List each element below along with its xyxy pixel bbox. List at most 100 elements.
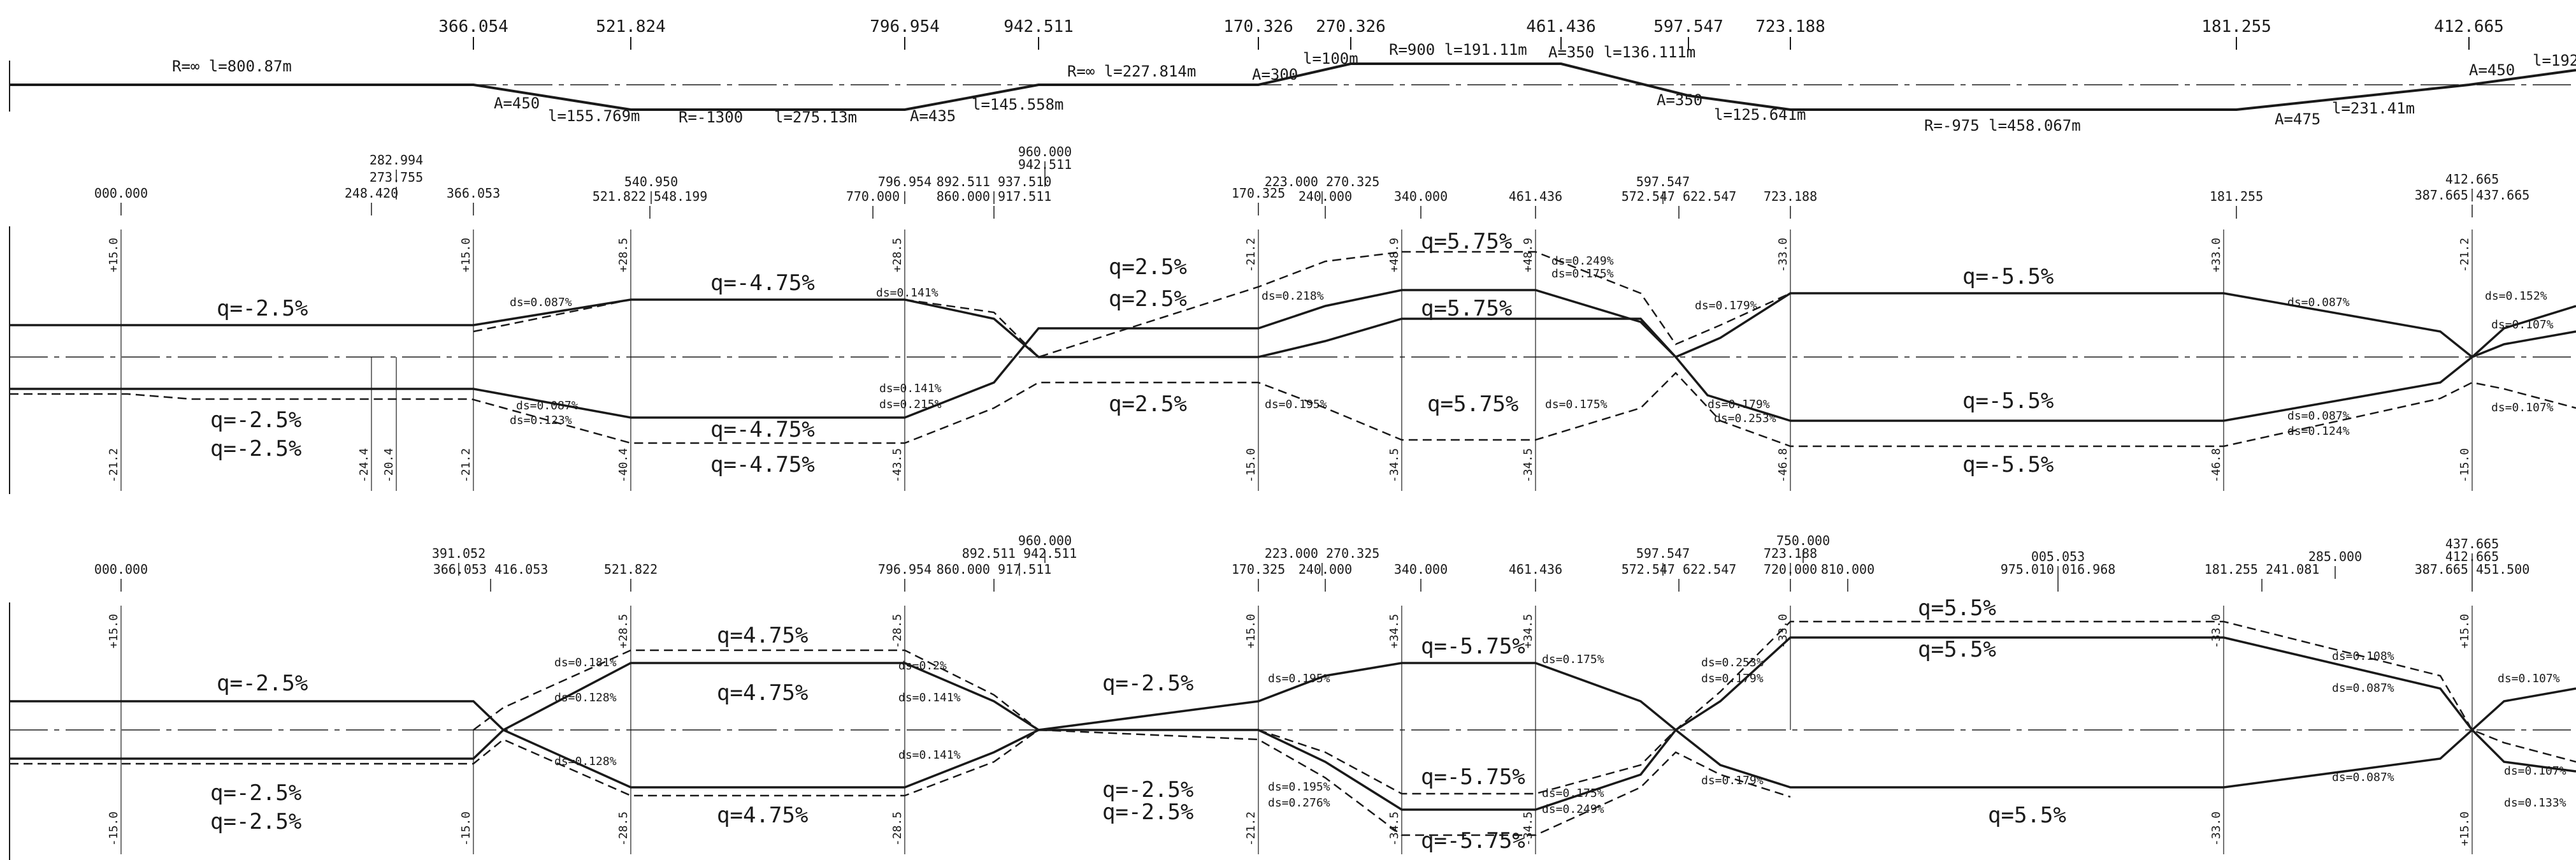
profile-elevation-label: -24.4 bbox=[357, 448, 371, 483]
cross-slope-label: q=-2.5% bbox=[1102, 671, 1193, 696]
alignment-element-label: A=450 bbox=[494, 94, 540, 112]
cross-slope-label: q=2.5% bbox=[1109, 286, 1187, 312]
slope-change-label: ds=0.179% bbox=[1695, 299, 1757, 312]
alignment-station-label: 181.255 bbox=[2201, 17, 2271, 36]
cross-slope-label: q=-2.5% bbox=[210, 436, 301, 462]
cross-slope-label: q=5.5% bbox=[1918, 637, 1996, 662]
profile-station-label: 273.755 bbox=[370, 170, 423, 185]
cross-slope-label: q=2.5% bbox=[1109, 254, 1187, 280]
profile-elevation-label: -33.0 bbox=[1776, 614, 1790, 648]
profile-elevation-label: -34.5 bbox=[1522, 448, 1535, 483]
cross-slope-label: q=5.5% bbox=[1918, 595, 1996, 621]
slope-change-label: ds=0.128% bbox=[554, 755, 617, 768]
profile-station-label: 892.511 942.511 bbox=[962, 546, 1077, 561]
cross-slope-label: q=4.75% bbox=[717, 680, 808, 706]
slope-change-label: ds=0.218% bbox=[1262, 289, 1324, 303]
alignment-station-label: 170.326 bbox=[1223, 17, 1293, 36]
profile-station-label: 223.000 270.325 bbox=[1265, 174, 1380, 189]
profile-station-label: 437.665 bbox=[2445, 536, 2499, 551]
profile-station-label: 240.000 bbox=[1299, 189, 1352, 204]
slope-change-label: ds=0.179% bbox=[1701, 774, 1764, 787]
cross-slope-label: q=-4.75% bbox=[710, 417, 815, 442]
profile-station-label: 412.665 bbox=[2445, 171, 2499, 187]
profile-station-label: 391.052 bbox=[432, 546, 486, 561]
slope-change-label: ds=0.215% bbox=[879, 398, 942, 411]
cross-slope-label: q=2.5% bbox=[1109, 391, 1187, 417]
profile-elevation-label: +28.5 bbox=[617, 614, 630, 648]
slope-change-label: ds=0.107% bbox=[2498, 672, 2560, 685]
profile-elevation-label: +28.5 bbox=[617, 238, 630, 272]
profile-station-label: 387.665 437.665 bbox=[2415, 187, 2530, 203]
profile-elevation-label: +15.0 bbox=[107, 614, 120, 648]
profile-station-label: 597.547 bbox=[1636, 174, 1690, 189]
profile-station-label: 521.822 bbox=[604, 562, 658, 577]
cross-slope-label: q=-4.75% bbox=[710, 270, 815, 296]
slope-change-label: ds=0.087% bbox=[516, 399, 579, 412]
profile-station-label: 796.954 bbox=[878, 174, 932, 189]
alignment-station-label: 796.954 bbox=[870, 17, 940, 36]
profile-station-label: 723.188 bbox=[1764, 189, 1817, 204]
profile-station-label: 892.511 937.510 bbox=[937, 174, 1052, 189]
slope-change-label: ds=0.141% bbox=[879, 382, 942, 395]
cross-slope-label: q=-2.5% bbox=[217, 671, 308, 696]
slope-change-label: ds=0.087% bbox=[510, 296, 572, 309]
alignment-element-label: R=900 l=191.11m bbox=[1389, 41, 1527, 59]
slope-change-label: ds=0.107% bbox=[2504, 764, 2566, 778]
profile-2-right-edge-line bbox=[10, 728, 2576, 811]
cross-slope-label: q=5.75% bbox=[1427, 391, 1518, 417]
profile-station-label: 720.000 bbox=[1764, 562, 1817, 577]
slope-change-label: ds=0.175% bbox=[1542, 787, 1604, 800]
profile-elevation-label: +15.0 bbox=[2458, 614, 2472, 648]
profile-2-annotations: q=-2.5%q=-2.5%q=-2.5%q=4.75%q=4.75%q=4.7… bbox=[210, 595, 2566, 854]
slope-change-label: ds=0.249% bbox=[1542, 803, 1604, 816]
cross-slope-label: q=4.75% bbox=[717, 803, 808, 828]
cross-slope-label: q=-4.75% bbox=[710, 452, 815, 477]
profile-2-vertical-markers: +15.0-15.0-15.0+28.5-28.5-28.5-28.5+15.0… bbox=[107, 606, 2473, 854]
profile-station-label: 387.665 451.500 bbox=[2415, 562, 2530, 577]
profile-elevation-label: +15.0 bbox=[459, 238, 473, 272]
slope-change-label: ds=0.141% bbox=[898, 691, 961, 704]
cross-slope-label: q=-5.5% bbox=[1962, 452, 2054, 477]
profile-station-label: 366.053 416.053 bbox=[433, 562, 549, 577]
profile-station-label: 412.665 bbox=[2445, 549, 2499, 564]
slope-change-label: ds=0.2% bbox=[898, 659, 947, 673]
profile-elevation-label: +15.0 bbox=[2458, 812, 2472, 846]
slope-change-label: ds=0.107% bbox=[2491, 401, 2554, 414]
alignment-station-label: 412.665 bbox=[2434, 17, 2504, 36]
profile-elevation-label: -34.5 bbox=[1388, 812, 1401, 846]
cross-slope-label: q=-5.5% bbox=[1962, 264, 2054, 289]
profile-elevation-label: +34.5 bbox=[1388, 614, 1401, 648]
profile-elevation-label: -43.5 bbox=[891, 448, 904, 483]
alignment-station-label: 270.326 bbox=[1316, 17, 1386, 36]
alignment-station-label: 366.054 bbox=[438, 17, 508, 36]
profile-elevation-label: -21.2 bbox=[107, 448, 120, 483]
slope-change-label: ds=0.087% bbox=[2287, 409, 2350, 423]
profile-elevation-label: -34.5 bbox=[1388, 448, 1401, 483]
profile-station-label: 521.822 548.199 bbox=[593, 189, 708, 204]
profile-station-label: 572.547 622.547 bbox=[1622, 562, 1737, 577]
cross-slope-label: q=5.5% bbox=[1988, 803, 2066, 828]
slope-change-label: ds=0.253% bbox=[1714, 412, 1776, 425]
cross-slope-label: q=-2.5% bbox=[1102, 777, 1193, 803]
profile-elevation-label: -34.5 bbox=[1522, 812, 1535, 846]
slope-change-label: ds=0.179% bbox=[1701, 672, 1764, 685]
profile-elevation-label: -20.4 bbox=[382, 448, 396, 483]
profile-station-label: 750.000 bbox=[1776, 533, 1830, 548]
profile-station-label: 796.954 bbox=[878, 562, 932, 577]
profile-station-label: 000.000 bbox=[94, 562, 148, 577]
profile-station-label: 461.436 bbox=[1509, 562, 1562, 577]
profile-elevation-label: -33.0 bbox=[1776, 238, 1790, 272]
cross-slope-label: q=-2.5% bbox=[210, 780, 301, 806]
alignment-station-label: 597.547 bbox=[1653, 17, 1723, 36]
slope-change-label: ds=0.195% bbox=[1268, 780, 1330, 794]
alignment-element-label: A=350 l=136.111m bbox=[1548, 43, 1695, 61]
cross-slope-label: q=-2.5% bbox=[210, 407, 301, 433]
slope-change-label: ds=0.253% bbox=[1701, 656, 1764, 669]
profile-elevation-label: -28.5 bbox=[891, 812, 904, 846]
slope-change-label: ds=0.141% bbox=[876, 286, 939, 300]
